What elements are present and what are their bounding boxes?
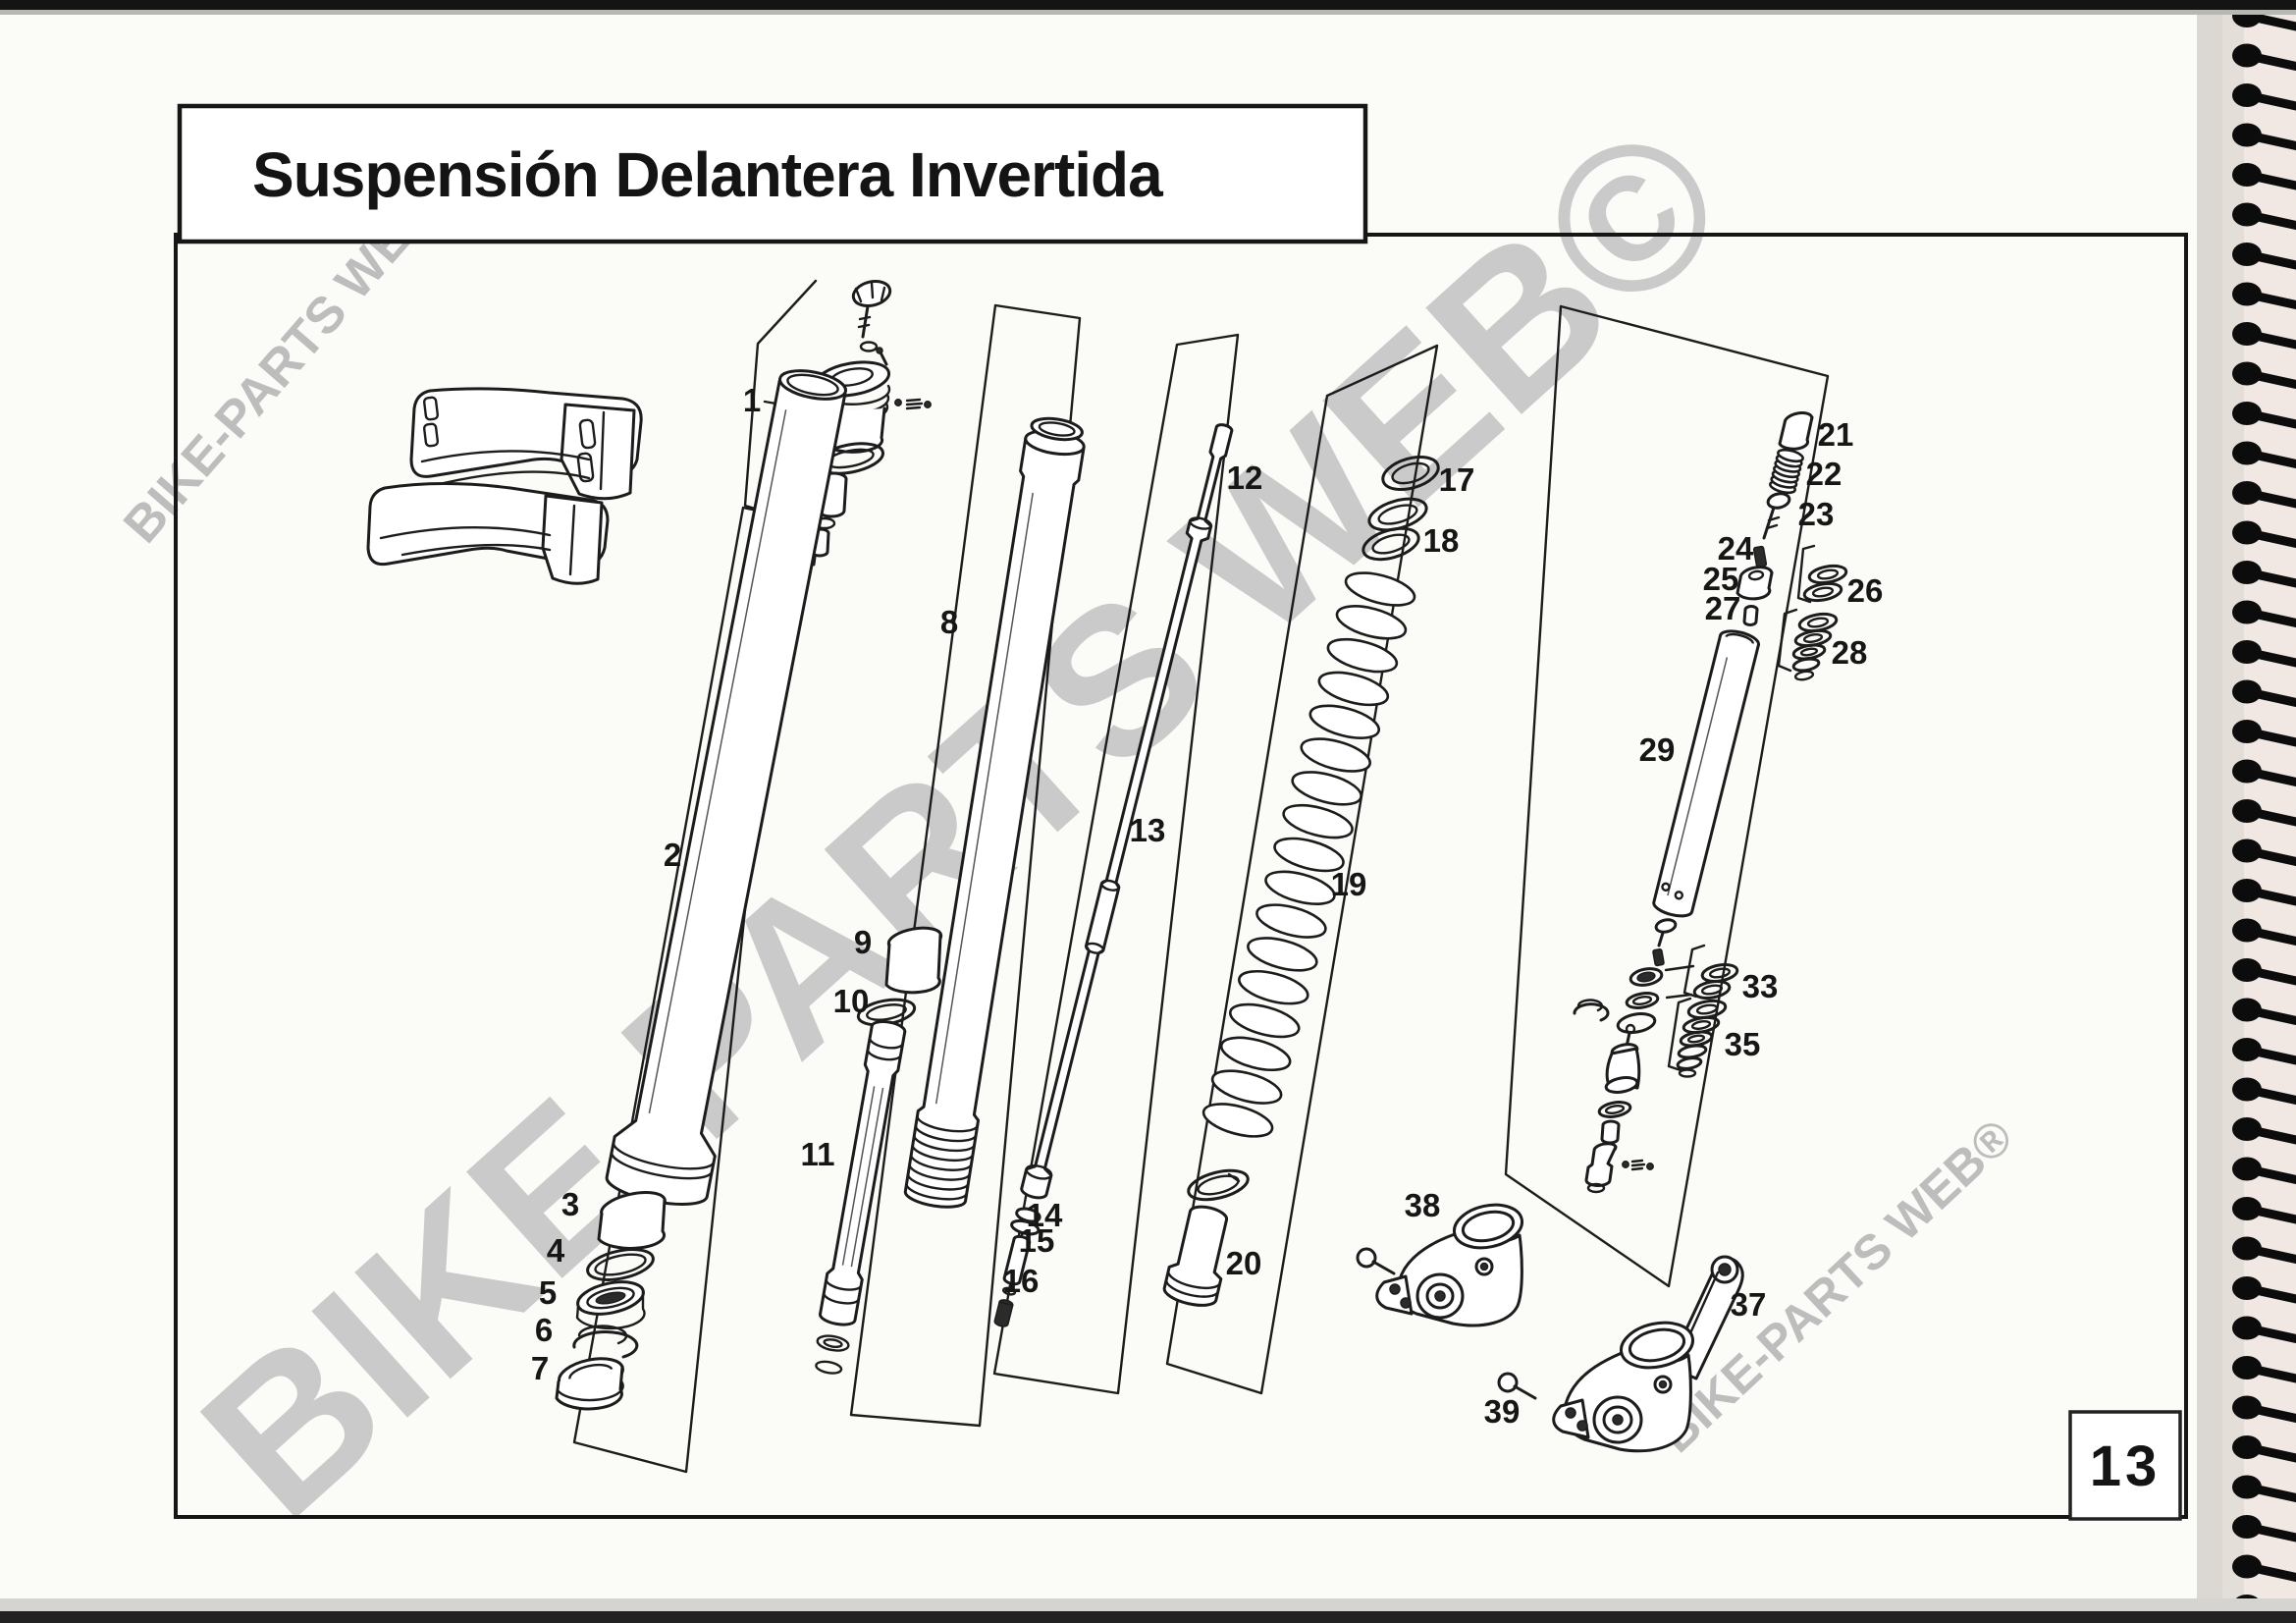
parts-base-valve-stack-drawing xyxy=(1573,918,1678,1194)
part-38-axle-clamp-drawing xyxy=(1356,1203,1524,1327)
part-label-24: 24 xyxy=(1718,530,1754,567)
part-label-11: 11 xyxy=(801,1136,835,1172)
part-label-33: 33 xyxy=(1742,968,1779,1004)
part-label-28: 28 xyxy=(1832,634,1868,671)
part-label-23: 23 xyxy=(1798,496,1835,532)
part-label-25: 25 xyxy=(1703,561,1739,597)
part-label-21: 21 xyxy=(1818,416,1854,453)
part-label-18: 18 xyxy=(1423,522,1460,559)
spiral-binding xyxy=(2232,4,2296,1622)
scan-edge-bottom-shadow xyxy=(0,1598,2296,1611)
parts-3-7-seals-drawing xyxy=(555,1191,667,1411)
part-label-2: 2 xyxy=(664,837,681,873)
part-label-4: 4 xyxy=(547,1232,565,1269)
part-label-5: 5 xyxy=(539,1274,557,1311)
part-label-29: 29 xyxy=(1639,731,1676,768)
parts-9-11-cartridge-drawing xyxy=(815,926,943,1375)
scan-edge-top-shadow xyxy=(0,10,2296,15)
title-box: Suspensión Delantera Invertida xyxy=(177,103,1368,244)
part-label-10: 10 xyxy=(833,983,870,1019)
part-label-27: 27 xyxy=(1705,590,1741,626)
part-label-35: 35 xyxy=(1725,1026,1761,1062)
scan-edge-top xyxy=(0,0,2296,10)
part-label-37: 37 xyxy=(1731,1286,1767,1323)
part-label-1: 1 xyxy=(743,382,761,418)
part-label-38: 38 xyxy=(1405,1187,1441,1223)
part-label-14: 14 xyxy=(1027,1197,1063,1233)
part-label-39: 39 xyxy=(1484,1393,1521,1430)
part-37-axle-clamp-drawing xyxy=(1497,1255,1744,1453)
part-label-22: 22 xyxy=(1806,456,1842,492)
part-label-8: 8 xyxy=(940,604,958,640)
part-label-20: 20 xyxy=(1226,1245,1262,1281)
part-label-19: 19 xyxy=(1331,866,1367,902)
part-label-13: 13 xyxy=(1130,812,1166,848)
part-43-lower-triple-clamp-drawing xyxy=(366,482,610,585)
part-8-inner-tube-drawing xyxy=(903,416,1086,1209)
part-labels: 1234567891011121314151617181920212223242… xyxy=(531,382,1884,1430)
page-number: 13 xyxy=(2090,1434,2162,1498)
part-label-26: 26 xyxy=(1847,572,1884,609)
page-number-box: 13 xyxy=(2068,1410,2182,1521)
part-label-17: 17 xyxy=(1439,461,1475,498)
part-20-spring-seat-drawing xyxy=(1162,1168,1250,1307)
part-label-3: 3 xyxy=(561,1186,579,1222)
part-label-9: 9 xyxy=(854,924,872,960)
page-title: Suspensión Delantera Invertida xyxy=(252,139,1163,210)
part-label-7: 7 xyxy=(531,1350,549,1386)
parts-17-18-washers-drawing xyxy=(1362,456,1440,562)
part-label-15: 15 xyxy=(1019,1222,1055,1259)
part-42-upper-triple-clamp-drawing xyxy=(409,387,643,501)
part-label-6: 6 xyxy=(535,1312,553,1348)
part-29-cartridge-tube-drawing xyxy=(1652,629,1761,918)
part-label-16: 16 xyxy=(1003,1263,1040,1299)
parts-21-28-adjuster-drawing xyxy=(1735,411,1848,681)
scan-edge-bottom xyxy=(0,1611,2296,1623)
parts-12-16-damper-rod-drawing xyxy=(993,423,1234,1327)
part-label-12: 12 xyxy=(1227,460,1263,496)
parts-33-35-shim-stacks-drawing xyxy=(1664,944,1739,1078)
part-19-spring-drawing xyxy=(1201,571,1416,1138)
